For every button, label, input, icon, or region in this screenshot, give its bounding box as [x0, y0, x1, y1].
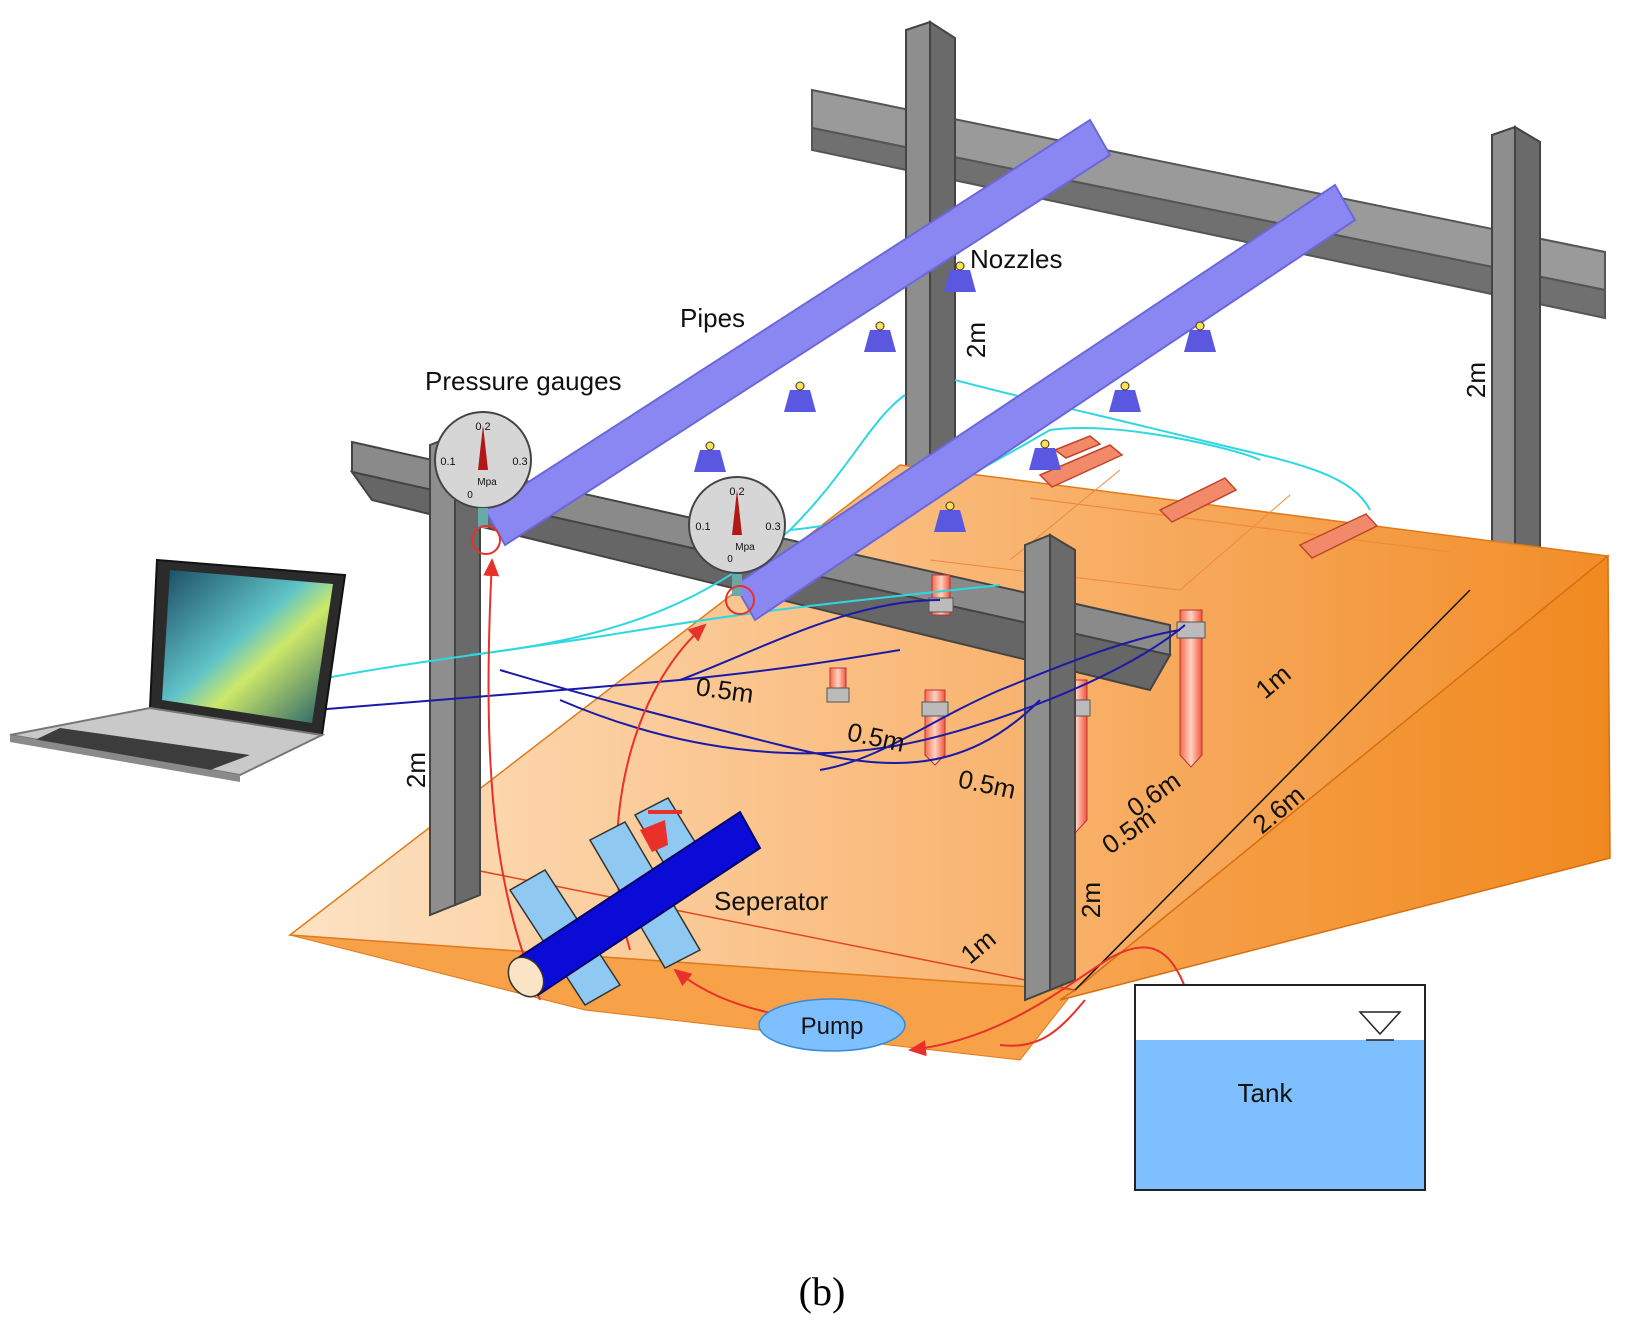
svg-text:0: 0 — [727, 554, 733, 565]
svg-text:Pipes: Pipes — [680, 303, 745, 333]
svg-text:2m: 2m — [1461, 362, 1491, 398]
svg-text:Pressure gauges: Pressure gauges — [425, 366, 622, 396]
pressure-gauge-right: 0.2 0.1 0.3 Mpa 0 — [688, 476, 786, 615]
svg-text:Mpa: Mpa — [477, 477, 497, 488]
panel-label: (b) — [799, 1269, 846, 1314]
svg-text:0.3: 0.3 — [765, 521, 780, 533]
post-front-center — [1024, 533, 1076, 1002]
svg-text:Tank: Tank — [1238, 1078, 1294, 1108]
post-back-right — [1491, 125, 1541, 612]
svg-text:Nozzles: Nozzles — [970, 244, 1062, 274]
separator — [507, 797, 762, 1007]
svg-text:2m: 2m — [961, 322, 991, 358]
nozzle — [694, 441, 726, 472]
svg-text:Seperator: Seperator — [714, 886, 829, 916]
svg-text:0.2: 0.2 — [475, 421, 490, 433]
pump: Pump — [758, 998, 906, 1052]
nozzle — [944, 261, 976, 292]
nozzle — [784, 381, 816, 412]
svg-text:2m: 2m — [1076, 882, 1106, 918]
svg-text:2m: 2m — [401, 752, 431, 788]
nozzle — [1184, 321, 1216, 352]
svg-text:0: 0 — [467, 490, 473, 501]
post-front-left — [429, 433, 481, 917]
tank: Tank — [1134, 984, 1426, 1191]
nozzle — [1029, 439, 1061, 470]
svg-text:Pump: Pump — [801, 1013, 864, 1040]
svg-text:Mpa: Mpa — [735, 542, 755, 553]
nozzle — [934, 501, 966, 532]
svg-text:0.2: 0.2 — [729, 486, 744, 498]
svg-text:0.3: 0.3 — [512, 456, 527, 468]
nozzles — [694, 261, 1216, 532]
nozzle — [864, 321, 896, 352]
runoff-collectors — [1038, 435, 1379, 559]
svg-text:0.1: 0.1 — [440, 456, 455, 468]
pressure-gauge-left: 0.2 0.1 0.3 Mpa 0 — [434, 411, 532, 555]
laptop-icon — [9, 558, 347, 782]
svg-text:0.1: 0.1 — [695, 521, 710, 533]
nozzle — [1109, 381, 1141, 412]
